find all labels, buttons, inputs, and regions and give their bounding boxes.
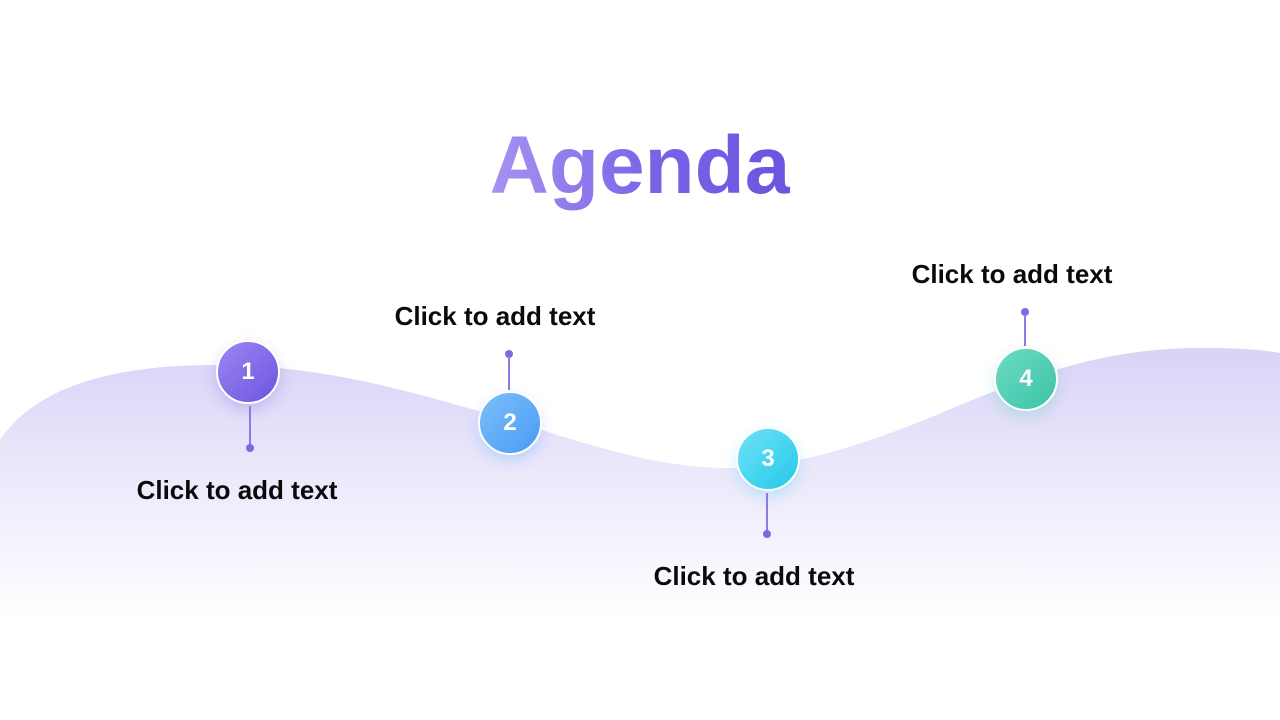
connector-line-1 — [249, 406, 251, 446]
step-node-4[interactable]: 4 — [994, 347, 1058, 411]
step-number-3: 3 — [761, 445, 775, 472]
step-node-1[interactable]: 1 — [216, 340, 280, 404]
connector-line-4 — [1024, 314, 1026, 346]
connector-line-2 — [508, 356, 510, 390]
connector-dot-4 — [1021, 308, 1029, 316]
step-label-1[interactable]: Click to add text — [136, 475, 338, 505]
connector-dot-1 — [246, 444, 254, 452]
page-title-text: Agenda — [489, 120, 791, 211]
step-node-2[interactable]: 2 — [478, 391, 542, 455]
step-node-3[interactable]: 3 — [736, 427, 800, 491]
connector-line-3 — [766, 493, 768, 531]
step-label-3[interactable]: Click to add text — [653, 561, 855, 591]
page-title: Agenda — [0, 118, 1280, 214]
step-label-4[interactable]: Click to add text — [911, 259, 1113, 289]
step-number-4: 4 — [1019, 365, 1033, 392]
connector-dot-3 — [763, 530, 771, 538]
step-label-2[interactable]: Click to add text — [394, 301, 596, 331]
connector-dot-2 — [505, 350, 513, 358]
step-number-2: 2 — [503, 409, 517, 436]
step-number-1: 1 — [241, 358, 255, 385]
